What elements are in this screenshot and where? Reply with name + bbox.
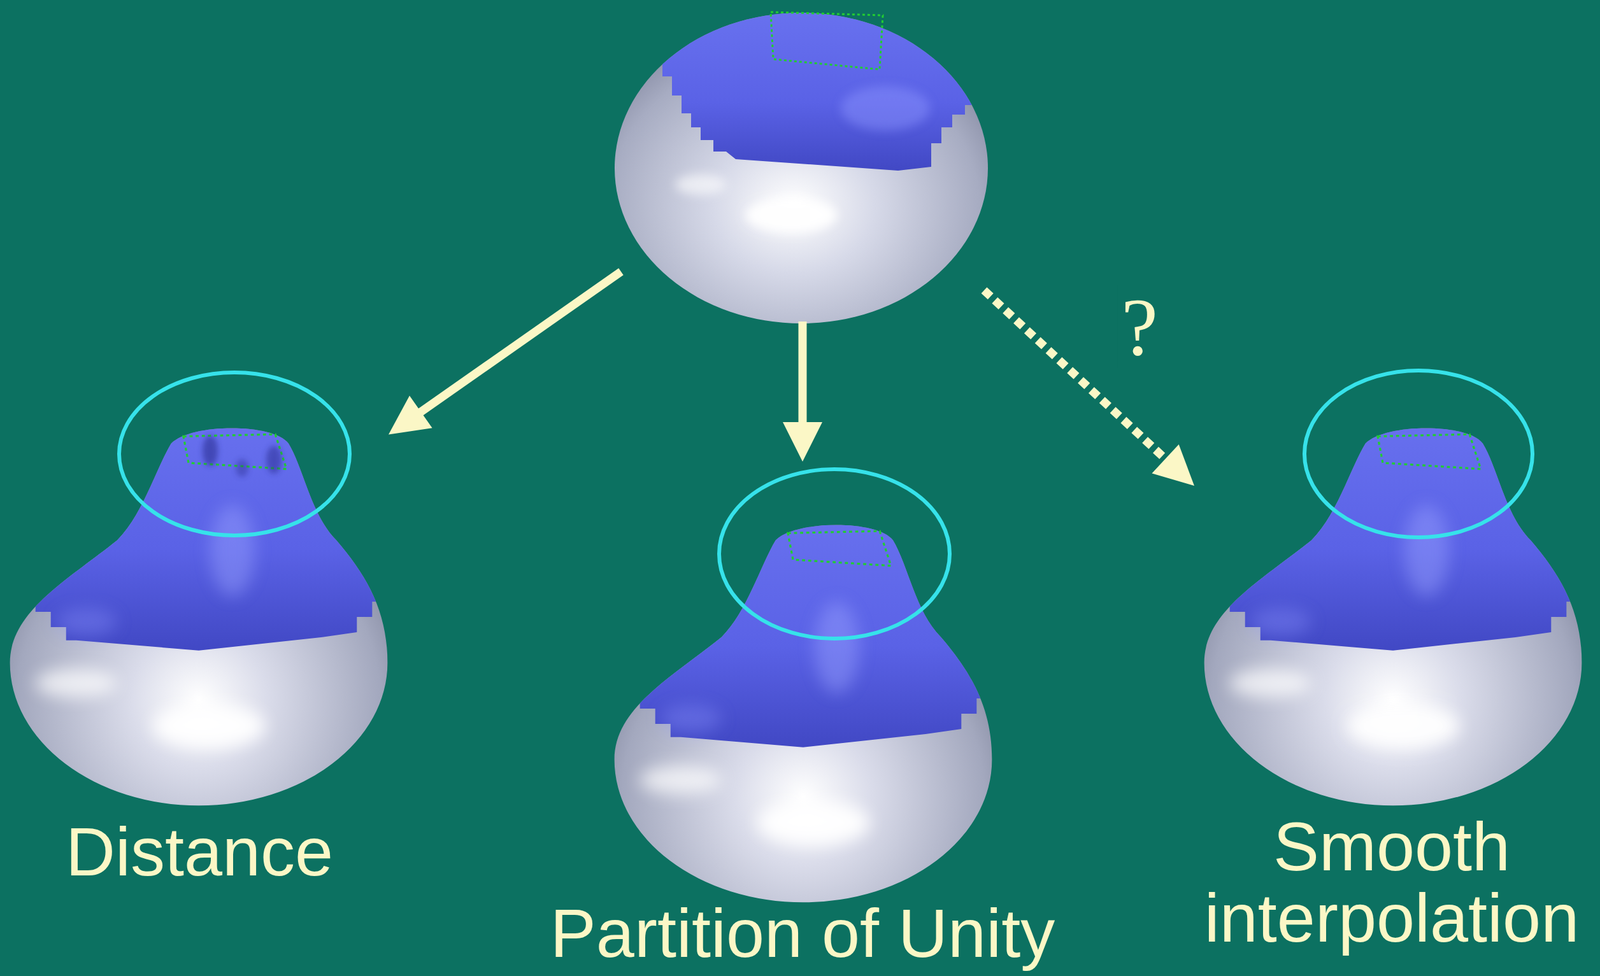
result-node: Smooth interpolation <box>1194 367 1590 960</box>
dimple <box>235 459 249 478</box>
focus-ellipse <box>119 372 350 536</box>
arrow-head <box>388 396 433 436</box>
highlight <box>840 85 930 131</box>
result-node <box>621 9 985 322</box>
caption: Smooth interpolation <box>1194 811 1590 955</box>
result-node: Partition of Unity <box>535 461 1071 975</box>
highlight <box>745 197 837 234</box>
source-blob <box>614 0 994 324</box>
arrow <box>782 321 823 462</box>
focus-ellipse <box>719 469 950 639</box>
deformed-blob <box>599 494 1008 903</box>
edge-label: ? <box>1117 285 1162 369</box>
arrow-head <box>782 422 823 462</box>
blue-region <box>662 0 994 171</box>
arrow-shaft <box>417 271 622 415</box>
deformed-blob <box>1189 397 1598 806</box>
dimple <box>202 435 218 467</box>
deformed-blob <box>0 397 403 806</box>
result-node: Distance <box>10 366 389 893</box>
highlight <box>675 174 727 195</box>
caption: Distance <box>10 816 389 888</box>
caption: Partition of Unity <box>535 898 1071 970</box>
focus-ellipse <box>1304 370 1533 538</box>
arrow <box>984 290 1195 486</box>
dimple <box>266 445 282 474</box>
arrow <box>388 271 622 436</box>
arrow-shaft <box>798 321 808 427</box>
green-patch <box>770 12 883 70</box>
arrow-head <box>1151 444 1195 486</box>
